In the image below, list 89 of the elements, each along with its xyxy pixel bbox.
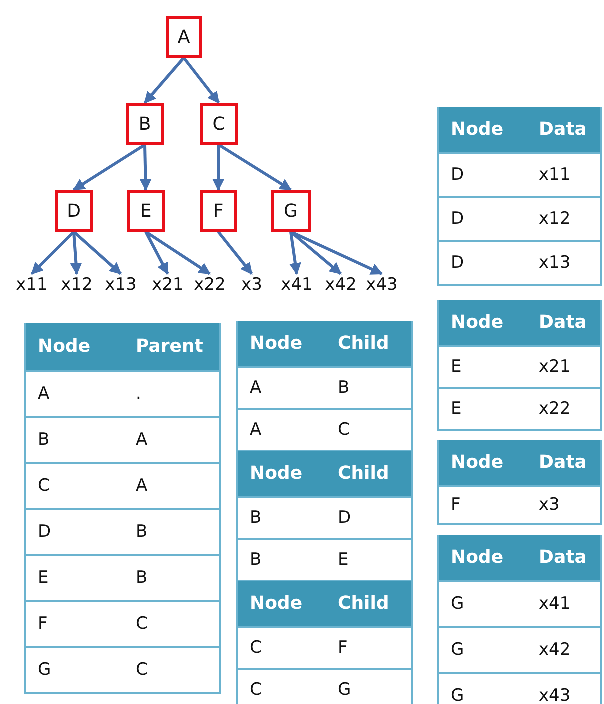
table-cell: B xyxy=(136,568,148,588)
arrow xyxy=(144,57,186,104)
table-cell: A xyxy=(250,378,262,398)
column-header: Child xyxy=(338,593,390,614)
table-cell: C xyxy=(136,660,148,680)
column-header: Data xyxy=(539,452,587,473)
table-cell: G xyxy=(451,640,464,660)
column-header: Node xyxy=(250,333,303,354)
table-cell: G xyxy=(38,660,52,680)
column-header: Node xyxy=(250,463,303,484)
table-cell: x13 xyxy=(539,253,571,273)
tree-node-box: E xyxy=(127,190,165,232)
column-header: Child xyxy=(338,463,390,484)
table-cell: C xyxy=(250,680,262,700)
column-header: Data xyxy=(539,119,587,140)
table-cell: B xyxy=(38,430,50,450)
table-cell: x11 xyxy=(539,165,571,185)
arrow xyxy=(140,144,152,192)
table-cell: . xyxy=(136,384,142,404)
leaf-label: x12 xyxy=(57,274,97,296)
table-cell: x3 xyxy=(539,495,560,515)
column-header: Node xyxy=(250,593,303,614)
table-cell: x22 xyxy=(539,399,571,419)
table-cell: G xyxy=(451,594,464,614)
table-cell: A xyxy=(38,384,50,404)
table-cell: E xyxy=(38,568,49,588)
table-cell: F xyxy=(38,614,48,634)
tree-node-box: B xyxy=(126,103,164,145)
table-cell: E xyxy=(451,399,462,419)
leaf-label: x41 xyxy=(277,274,317,296)
table-cell: G xyxy=(451,686,464,704)
table-cell: D xyxy=(338,508,352,528)
tree-node-box: G xyxy=(271,190,311,232)
arrow xyxy=(72,144,146,192)
leaf-label: x21 xyxy=(148,274,188,296)
table-cell: D xyxy=(451,253,464,273)
leaf-label: x13 xyxy=(101,274,141,296)
arrow xyxy=(144,231,170,276)
leaf-label: x43 xyxy=(362,274,402,296)
table-cell: D xyxy=(451,209,464,229)
arrow xyxy=(217,231,254,275)
column-header: Node xyxy=(451,547,504,568)
tree-node-box: F xyxy=(200,190,237,232)
column-header: Node xyxy=(38,336,91,357)
table-cell: A xyxy=(250,420,262,440)
table-cell: B xyxy=(250,508,262,528)
table-cell: x42 xyxy=(539,640,571,660)
leaf-label: x22 xyxy=(190,274,230,296)
column-header: Child xyxy=(338,333,390,354)
table-cell: D xyxy=(451,165,464,185)
column-header: Data xyxy=(539,547,587,568)
column-header: Data xyxy=(539,312,587,333)
arrow xyxy=(212,144,225,192)
tree-node-box: C xyxy=(200,103,238,145)
arrow xyxy=(182,57,220,104)
table-cell: F xyxy=(338,638,348,658)
table-cell: F xyxy=(451,495,461,515)
column-header: Node xyxy=(451,119,504,140)
leaf-label: x42 xyxy=(321,274,361,296)
table-cell: B xyxy=(136,522,148,542)
column-header: Parent xyxy=(136,336,204,357)
column-header: Node xyxy=(451,452,504,473)
table-cell: E xyxy=(338,550,349,570)
arrow xyxy=(290,232,302,276)
table-cell: C xyxy=(250,638,262,658)
table-cell: A xyxy=(136,430,148,450)
table-cell: C xyxy=(338,420,350,440)
table-cell: C xyxy=(38,476,50,496)
leaf-label: x3 xyxy=(236,274,268,296)
tree-node-box: A xyxy=(166,16,202,58)
arrow xyxy=(218,144,292,192)
column-header: Node xyxy=(451,312,504,333)
table-cell: C xyxy=(136,614,148,634)
arrow xyxy=(30,230,76,276)
table-cell: G xyxy=(338,680,352,700)
table-cell: x12 xyxy=(539,209,571,229)
tree-node-box: D xyxy=(55,190,93,232)
table-cell: x43 xyxy=(539,686,571,704)
arrow xyxy=(73,230,122,276)
table-cell: B xyxy=(250,550,262,570)
table-cell: x21 xyxy=(539,357,571,377)
table-cell: B xyxy=(338,378,350,398)
table-cell: E xyxy=(451,357,462,377)
arrow xyxy=(70,232,82,276)
table-cell: D xyxy=(38,522,52,542)
table-cell: x41 xyxy=(539,594,571,614)
leaf-label: x11 xyxy=(12,274,52,296)
table-cell: A xyxy=(136,476,148,496)
arrow xyxy=(145,230,211,276)
